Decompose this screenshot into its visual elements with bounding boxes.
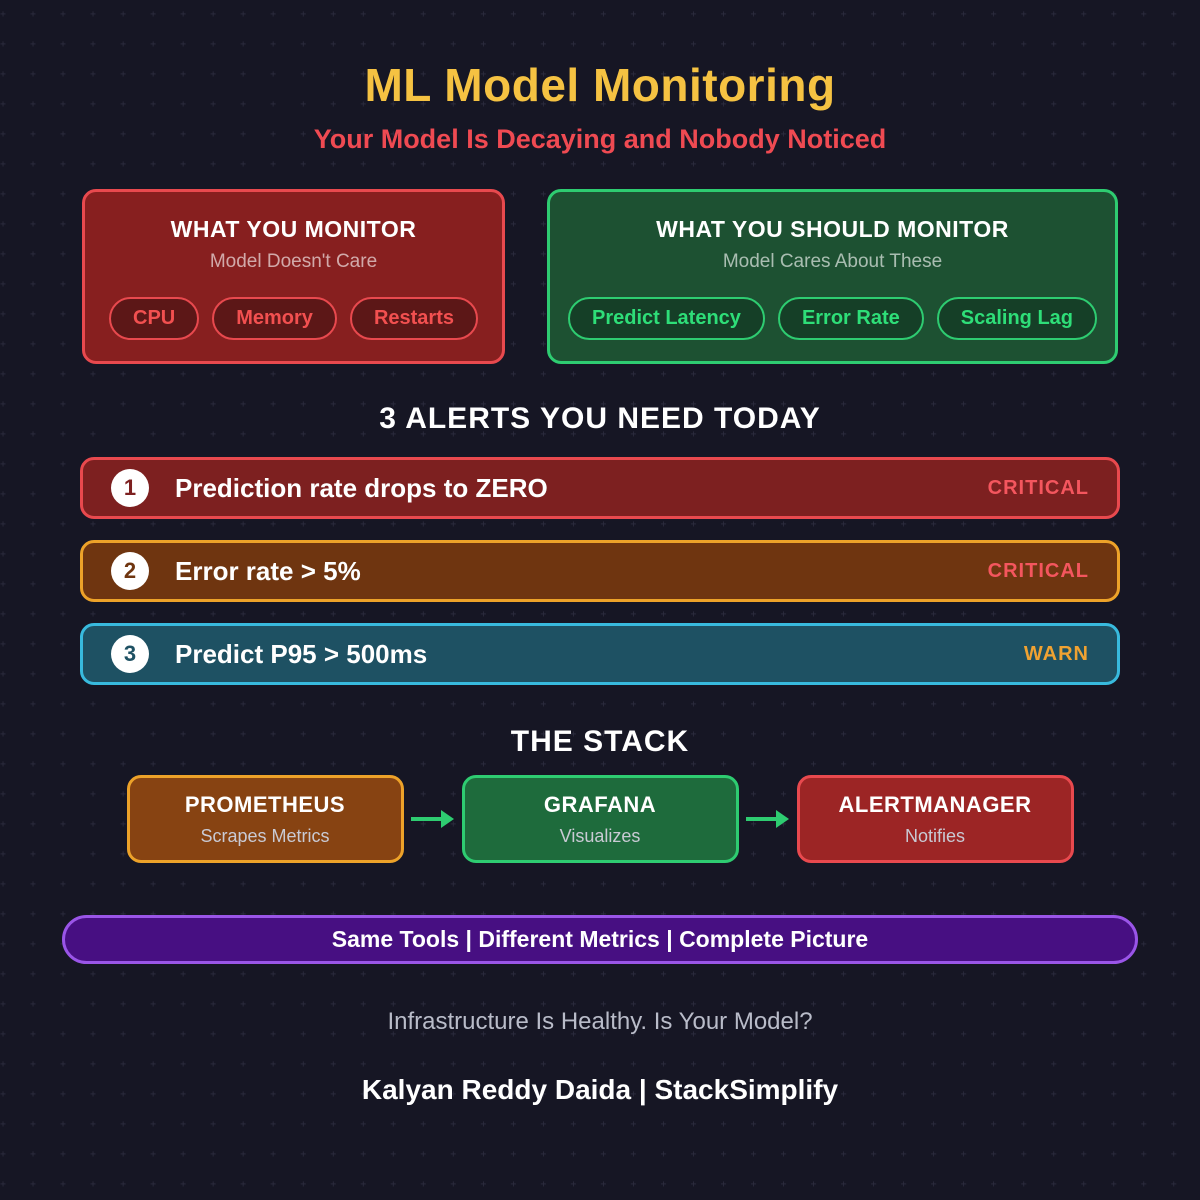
node-name: GRAFANA xyxy=(543,791,657,817)
alert-number-badge: 2 xyxy=(111,552,149,590)
stack-flow: PROMETHEUS Scrapes Metrics GRAFANA Visua… xyxy=(0,775,1200,863)
pill-predict-latency: Predict Latency xyxy=(567,297,765,340)
arrow-head xyxy=(441,810,454,828)
pill-restarts: Restarts xyxy=(349,297,478,340)
alert-label: Predict P95 > 500ms xyxy=(175,638,428,669)
node-name: ALERTMANAGER xyxy=(838,791,1032,817)
alert-label: Error rate > 5% xyxy=(175,555,361,586)
alert-number-badge: 3 xyxy=(111,635,149,673)
summary-banner: Same Tools | Different Metrics | Complet… xyxy=(62,915,1138,964)
alert-row-prediction-rate: 1 Prediction rate drops to ZERO CRITICAL xyxy=(80,457,1120,519)
alert-label: Prediction rate drops to ZERO xyxy=(175,472,548,503)
should-monitor-card-title: WHAT YOU SHOULD MONITOR xyxy=(656,216,1009,242)
alert-row-error-rate: 2 Error rate > 5% CRITICAL xyxy=(80,540,1120,602)
alerts-list: 1 Prediction rate drops to ZERO CRITICAL… xyxy=(80,457,1120,685)
page-subtitle: Your Model Is Decaying and Nobody Notice… xyxy=(313,124,887,154)
header: ML Model Monitoring Your Model Is Decayi… xyxy=(0,0,1200,155)
node-role: Scrapes Metrics xyxy=(200,825,330,846)
arrow-shaft xyxy=(411,817,441,821)
flow-arrow-icon xyxy=(739,810,797,828)
pill-cpu: CPU xyxy=(109,297,200,340)
severity-badge: CRITICAL xyxy=(987,476,1089,499)
stack-node-alertmanager: ALERTMANAGER Notifies xyxy=(796,775,1074,863)
stack-node-prometheus: PROMETHEUS Scrapes Metrics xyxy=(126,775,404,863)
should-monitor-card: WHAT YOU SHOULD MONITOR Model Cares Abou… xyxy=(546,189,1118,364)
pill-scaling-lag: Scaling Lag xyxy=(936,297,1097,340)
should-monitor-card-subtitle: Model Cares About These xyxy=(722,251,943,272)
monitor-pill-row: CPU Memory Restarts xyxy=(103,297,484,340)
severity-badge: WARN xyxy=(1023,642,1089,665)
monitor-card-subtitle: Model Doesn't Care xyxy=(209,251,378,272)
alert-number-badge: 1 xyxy=(111,469,149,507)
page-title: ML Model Monitoring xyxy=(364,59,836,111)
alerts-heading: 3 ALERTS YOU NEED TODAY xyxy=(379,402,821,435)
monitor-card: WHAT YOU MONITOR Model Doesn't Care CPU … xyxy=(82,189,505,364)
severity-badge: CRITICAL xyxy=(987,559,1089,582)
footer-question: Infrastructure Is Healthy. Is Your Model… xyxy=(387,1008,813,1035)
pill-memory: Memory xyxy=(212,297,337,340)
node-role: Visualizes xyxy=(559,825,641,846)
stack-heading: THE STACK xyxy=(510,725,690,758)
node-role: Notifies xyxy=(904,825,966,846)
alert-row-predict-p95: 3 Predict P95 > 500ms WARN xyxy=(80,623,1120,685)
comparison-section: WHAT YOU MONITOR Model Doesn't Care CPU … xyxy=(82,189,1118,364)
monitor-card-title: WHAT YOU MONITOR xyxy=(170,216,417,242)
footer-credit: Kalyan Reddy Daida | StackSimplify xyxy=(361,1074,839,1105)
flow-arrow-icon xyxy=(404,810,462,828)
should-monitor-pill-row: Predict Latency Error Rate Scaling Lag xyxy=(567,297,1097,340)
arrow-shaft xyxy=(746,817,776,821)
pill-error-rate: Error Rate xyxy=(777,297,924,340)
stack-node-grafana: GRAFANA Visualizes xyxy=(461,775,739,863)
node-name: PROMETHEUS xyxy=(184,791,346,817)
arrow-head xyxy=(776,810,789,828)
